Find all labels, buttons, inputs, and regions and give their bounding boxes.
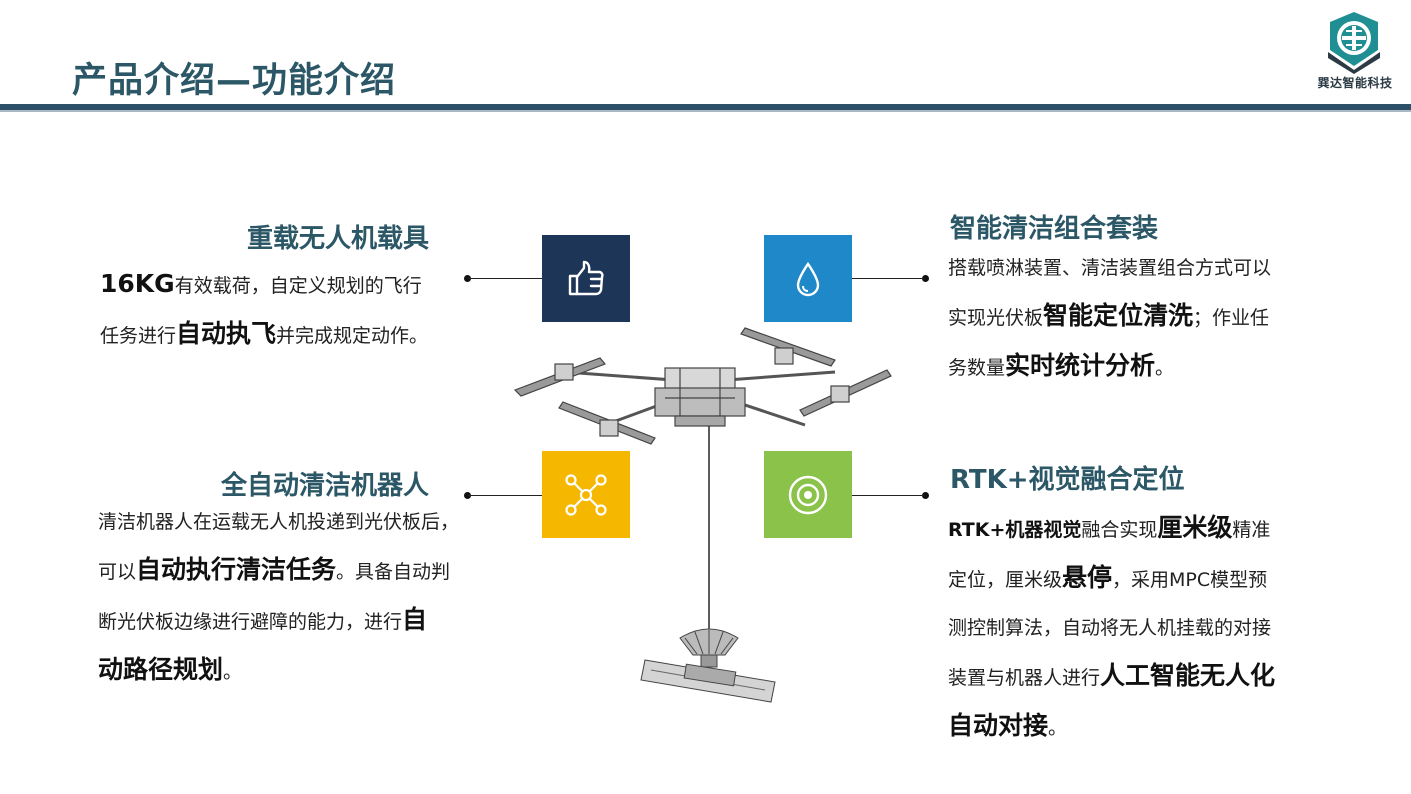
network-icon xyxy=(565,473,607,516)
body-text: 并完成规定动作。 xyxy=(276,325,429,347)
body-text: 任务进行 xyxy=(100,325,177,347)
body-text: 清洁机器人在运载无人机投递到光伏板后， xyxy=(98,511,460,533)
water-drop-box xyxy=(764,235,852,322)
body-text: 。 xyxy=(1155,357,1175,379)
body-text: 。 xyxy=(1048,717,1068,739)
feature-desc-cleaning-robot: 清洁机器人在运载无人机投递到光伏板后，可以自动执行清洁任务。具备自动判断光伏板边… xyxy=(98,498,498,696)
connector-line xyxy=(851,495,925,496)
feature-title-cleaning-kit: 智能清洁组合套装 xyxy=(950,214,1159,244)
target-box xyxy=(764,451,852,538)
body-text: 。具备自动判 xyxy=(336,561,451,583)
thumbs-up-box xyxy=(542,235,630,322)
text-line: 任务进行自动执飞并完成规定动作。 xyxy=(100,310,470,360)
emphasis-text: 悬停 xyxy=(1062,563,1113,592)
text-line: 务数量实时统计分析。 xyxy=(948,342,1328,392)
feature-desc-heavy-drone: 16KG有效载荷，自定义规划的飞行任务进行自动执飞并完成规定动作。 xyxy=(100,260,470,360)
body-text: 实现光伏板 xyxy=(948,307,1044,329)
text-line: 可以自动执行清洁任务。具备自动判 xyxy=(98,546,498,596)
emphasis-text: 自 xyxy=(402,605,428,634)
emphasis-text: RTK+机器视觉 xyxy=(948,519,1082,541)
text-line: 断光伏板边缘进行避障的能力，进行自 xyxy=(98,596,498,646)
emphasis-text: 人工智能无人化 xyxy=(1100,661,1276,690)
body-text: 。 xyxy=(223,661,243,683)
body-text: 可以 xyxy=(98,561,137,583)
emphasis-text: 厘米级 xyxy=(1157,513,1233,542)
body-text: 精准 xyxy=(1232,519,1271,541)
drone-illustration xyxy=(513,327,892,703)
feature-desc-rtk-positioning: RTK+机器视觉融合实现厘米级精准定位，厘米级悬停，采用MPC模型预测控制算法，… xyxy=(948,504,1328,752)
header-divider xyxy=(0,104,1411,110)
emphasis-text: 16KG xyxy=(100,269,175,298)
thumbs-up-icon xyxy=(568,260,604,295)
connector-dot xyxy=(464,275,471,282)
text-line: 测控制算法，自动将无人机挂载的对接 xyxy=(948,604,1328,652)
body-text: 搭载喷淋装置、清洁装置组合方式可以 xyxy=(948,257,1272,279)
emphasis-text: 动路径规划 xyxy=(98,655,224,684)
company-logo-text: 巽达智能科技 xyxy=(1317,76,1393,90)
text-line: 实现光伏板智能定位清洗；作业任 xyxy=(948,292,1328,342)
text-line: 定位，厘米级悬停，采用MPC模型预 xyxy=(948,554,1328,604)
body-text: 定位，厘米级 xyxy=(948,569,1063,591)
connector-dot xyxy=(922,275,929,282)
text-line: 搭载喷淋装置、清洁装置组合方式可以 xyxy=(948,244,1328,292)
network-box xyxy=(542,451,630,538)
body-text: 测控制算法，自动将无人机挂载的对接 xyxy=(948,617,1272,639)
text-line: 清洁机器人在运载无人机投递到光伏板后， xyxy=(98,498,498,546)
page-title: 产品介绍—功能介绍 xyxy=(72,61,397,101)
body-text: 有效载荷，自定义规划的飞行 xyxy=(174,275,422,297)
text-line: 16KG有效载荷，自定义规划的飞行 xyxy=(100,260,470,310)
emphasis-text: 自动执行清洁任务 xyxy=(136,555,337,584)
body-text: ，采用MPC模型预 xyxy=(1112,569,1268,591)
body-text: 融合实现 xyxy=(1081,519,1158,541)
emphasis-text: 自动对接 xyxy=(948,711,1049,740)
connector-line xyxy=(468,495,542,496)
text-line: 自动对接。 xyxy=(948,702,1328,752)
connector-line xyxy=(851,278,925,279)
water-drop-icon xyxy=(796,261,820,296)
connector-line xyxy=(468,278,542,279)
connector-dot xyxy=(922,492,929,499)
text-line: 装置与机器人进行人工智能无人化 xyxy=(948,652,1328,702)
header-divider-light xyxy=(0,110,1411,112)
feature-title-rtk-positioning: RTK+视觉融合定位 xyxy=(950,465,1185,495)
target-icon xyxy=(788,475,828,514)
emphasis-text: 智能定位清洗 xyxy=(1043,301,1194,330)
feature-title-cleaning-robot: 全自动清洁机器人 xyxy=(221,471,430,501)
body-text: 装置与机器人进行 xyxy=(948,667,1101,689)
body-text: 务数量 xyxy=(948,357,1006,379)
emphasis-text: 自动执飞 xyxy=(176,319,277,348)
text-line: 动路径规划。 xyxy=(98,646,498,696)
body-text: 断光伏板边缘进行避障的能力，进行 xyxy=(98,611,403,633)
body-text: ；作业任 xyxy=(1193,307,1270,329)
emphasis-text: 实时统计分析 xyxy=(1005,351,1156,380)
feature-desc-cleaning-kit: 搭载喷淋装置、清洁装置组合方式可以实现光伏板智能定位清洗；作业任务数量实时统计分… xyxy=(948,244,1328,392)
connector-dot xyxy=(464,492,471,499)
feature-title-heavy-drone: 重载无人机载具 xyxy=(247,224,430,254)
text-line: RTK+机器视觉融合实现厘米级精准 xyxy=(948,504,1328,554)
company-logo-icon xyxy=(1328,12,1380,74)
